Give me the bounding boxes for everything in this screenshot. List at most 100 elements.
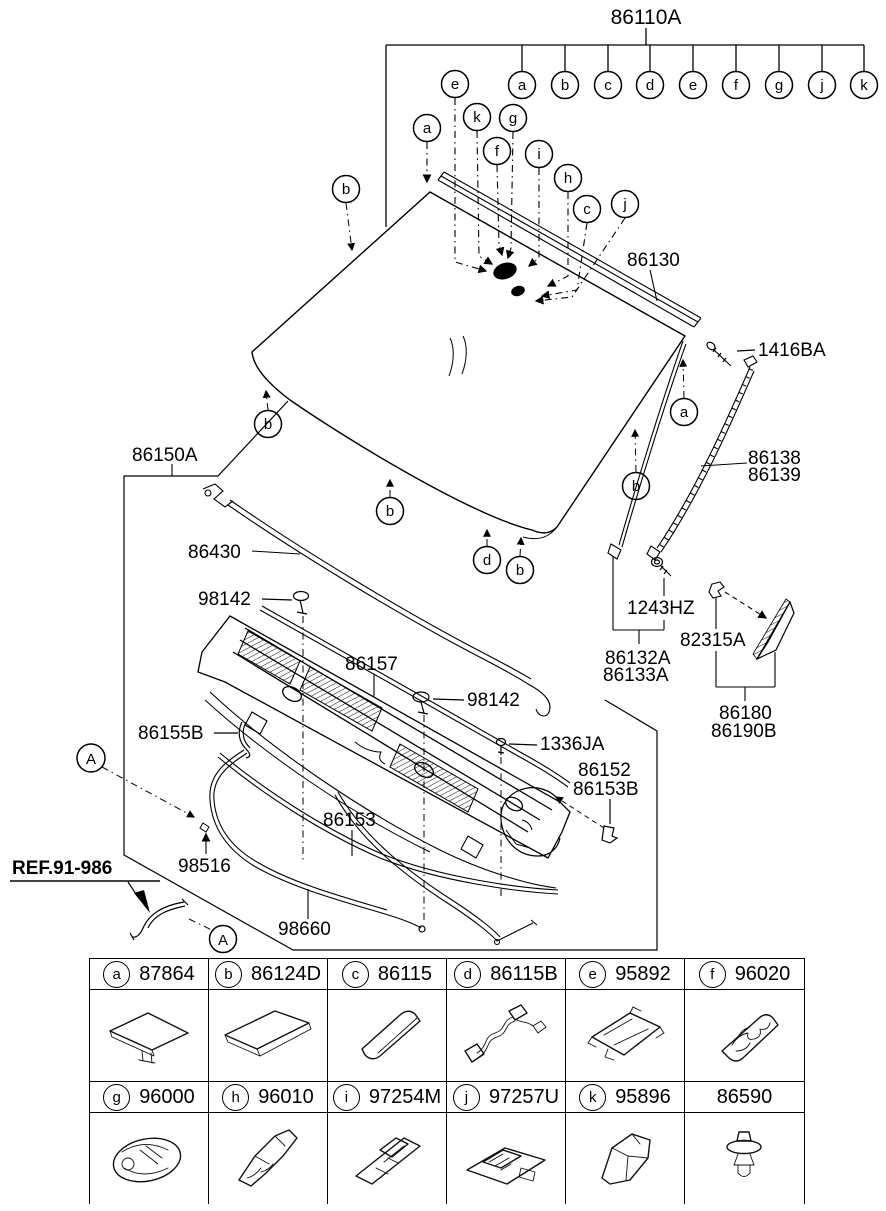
glass-callout-leaders bbox=[422, 98, 626, 305]
moulding-86130 bbox=[437, 171, 702, 328]
label-86190b: 86190B bbox=[711, 721, 777, 742]
connector-icon bbox=[466, 1146, 546, 1185]
callout-letter: j bbox=[452, 1083, 480, 1111]
callout-a-right: a bbox=[669, 397, 699, 427]
label-98660: 98660 bbox=[278, 919, 331, 940]
svg-text:b: b bbox=[516, 562, 524, 579]
pad-icon bbox=[361, 1010, 421, 1059]
sensor-icon bbox=[112, 1137, 182, 1182]
svg-text:k: k bbox=[860, 77, 868, 94]
part-header-f: f 96020 bbox=[685, 959, 804, 990]
cover-86155b-icon bbox=[214, 721, 251, 759]
label-98516: 98516 bbox=[178, 856, 231, 877]
clip-98142-right-icon bbox=[412, 691, 465, 933]
screw-1336ja-icon bbox=[495, 737, 538, 898]
part-icon-86115b bbox=[447, 990, 566, 1082]
callout-letter: d bbox=[454, 960, 482, 988]
callout-h2: h bbox=[553, 163, 583, 193]
callout-b-bottom: b bbox=[375, 496, 405, 526]
screw-1416ba-icon bbox=[706, 341, 756, 367]
part-header-g: g 96000 bbox=[90, 1082, 209, 1113]
svg-text:b: b bbox=[386, 503, 394, 520]
part-icon-86590 bbox=[685, 1113, 804, 1204]
callout-letter: i bbox=[332, 1083, 360, 1111]
part-icon-97257u bbox=[447, 1113, 566, 1204]
callout-e: e bbox=[678, 70, 708, 100]
part-number: 96010 bbox=[258, 1085, 314, 1108]
assembly-callout-bracket: 86110A bbox=[385, 6, 865, 227]
part-icon-86124d bbox=[209, 990, 328, 1082]
callout-e2: e bbox=[440, 69, 470, 99]
connector-icon bbox=[355, 1136, 421, 1185]
mirror-mount-pads bbox=[493, 262, 525, 297]
callout-g: g bbox=[764, 70, 794, 100]
clip-rivet-icon bbox=[725, 1130, 762, 1177]
washer-hose-98660 bbox=[307, 791, 538, 946]
svg-text:a: a bbox=[423, 120, 432, 137]
label-86138: 86138 bbox=[748, 448, 801, 469]
section-a-markers: A A bbox=[76, 743, 238, 954]
label-98142-left: 98142 bbox=[198, 589, 251, 610]
label-86155b: 86155B bbox=[138, 723, 204, 744]
svg-text:j: j bbox=[622, 196, 626, 213]
callout-g2: g bbox=[498, 103, 528, 133]
svg-text:a: a bbox=[680, 404, 689, 421]
part-icon-95896 bbox=[566, 1113, 685, 1204]
svg-text:f: f bbox=[734, 77, 739, 94]
callout-letter: e bbox=[579, 960, 607, 988]
wire-harness-icon bbox=[464, 1003, 547, 1063]
label-86430: 86430 bbox=[188, 542, 241, 563]
label-1243hz: 1243HZ bbox=[627, 598, 695, 619]
label-86153b: 86153B bbox=[573, 779, 639, 800]
part-icon-87864 bbox=[90, 990, 209, 1082]
callout-f2: f bbox=[482, 136, 512, 166]
cover-icon bbox=[238, 1128, 298, 1187]
svg-text:i: i bbox=[537, 146, 540, 163]
part-header-d: d 86115B bbox=[447, 959, 566, 990]
svg-text:A: A bbox=[86, 751, 96, 768]
svg-text:h: h bbox=[564, 170, 572, 187]
callout-c: c bbox=[593, 70, 623, 100]
part-number: 96020 bbox=[734, 962, 791, 985]
part-icon-95892 bbox=[566, 990, 685, 1082]
part-number: 86590 bbox=[716, 1085, 773, 1108]
svg-text:g: g bbox=[775, 77, 783, 94]
glass-callout-circles: e a k g f i h c j bbox=[412, 69, 640, 224]
label-82315a: 82315A bbox=[680, 630, 746, 651]
clip-98142-left-icon bbox=[261, 590, 310, 860]
callout-d: d bbox=[635, 70, 665, 100]
callout-letter: b bbox=[214, 960, 242, 988]
label-86157: 86157 bbox=[345, 654, 398, 675]
callout-letter: g bbox=[103, 1083, 131, 1111]
assembly-number: 86110A bbox=[611, 6, 682, 29]
cowl-grille bbox=[197, 615, 571, 889]
svg-text:b: b bbox=[264, 416, 272, 433]
top-callout-circles: a b c d e f g j k bbox=[507, 70, 879, 100]
callout-c2: c bbox=[572, 194, 602, 224]
callout-a2: a bbox=[412, 113, 442, 143]
washer-hose-98516 bbox=[199, 749, 422, 929]
part-number: 96000 bbox=[139, 1085, 195, 1108]
pad-icon bbox=[109, 1011, 189, 1063]
part-icon-96000 bbox=[90, 1113, 209, 1204]
washer-hose-86430 bbox=[202, 483, 551, 717]
callout-b-topleft: b bbox=[331, 174, 361, 204]
label-86133a: 86133A bbox=[603, 665, 669, 686]
label-98142-right: 98142 bbox=[467, 690, 520, 711]
part-icon-97254m bbox=[328, 1113, 447, 1204]
part-number: 86115B bbox=[490, 962, 558, 985]
callout-k: k bbox=[849, 70, 879, 100]
callout-letter: f bbox=[698, 960, 726, 988]
callout-b-right: b bbox=[621, 471, 651, 501]
callout-b-bottom2: b bbox=[505, 555, 535, 585]
cowl-assembly-box bbox=[123, 400, 658, 951]
svg-text:d: d bbox=[483, 552, 491, 569]
